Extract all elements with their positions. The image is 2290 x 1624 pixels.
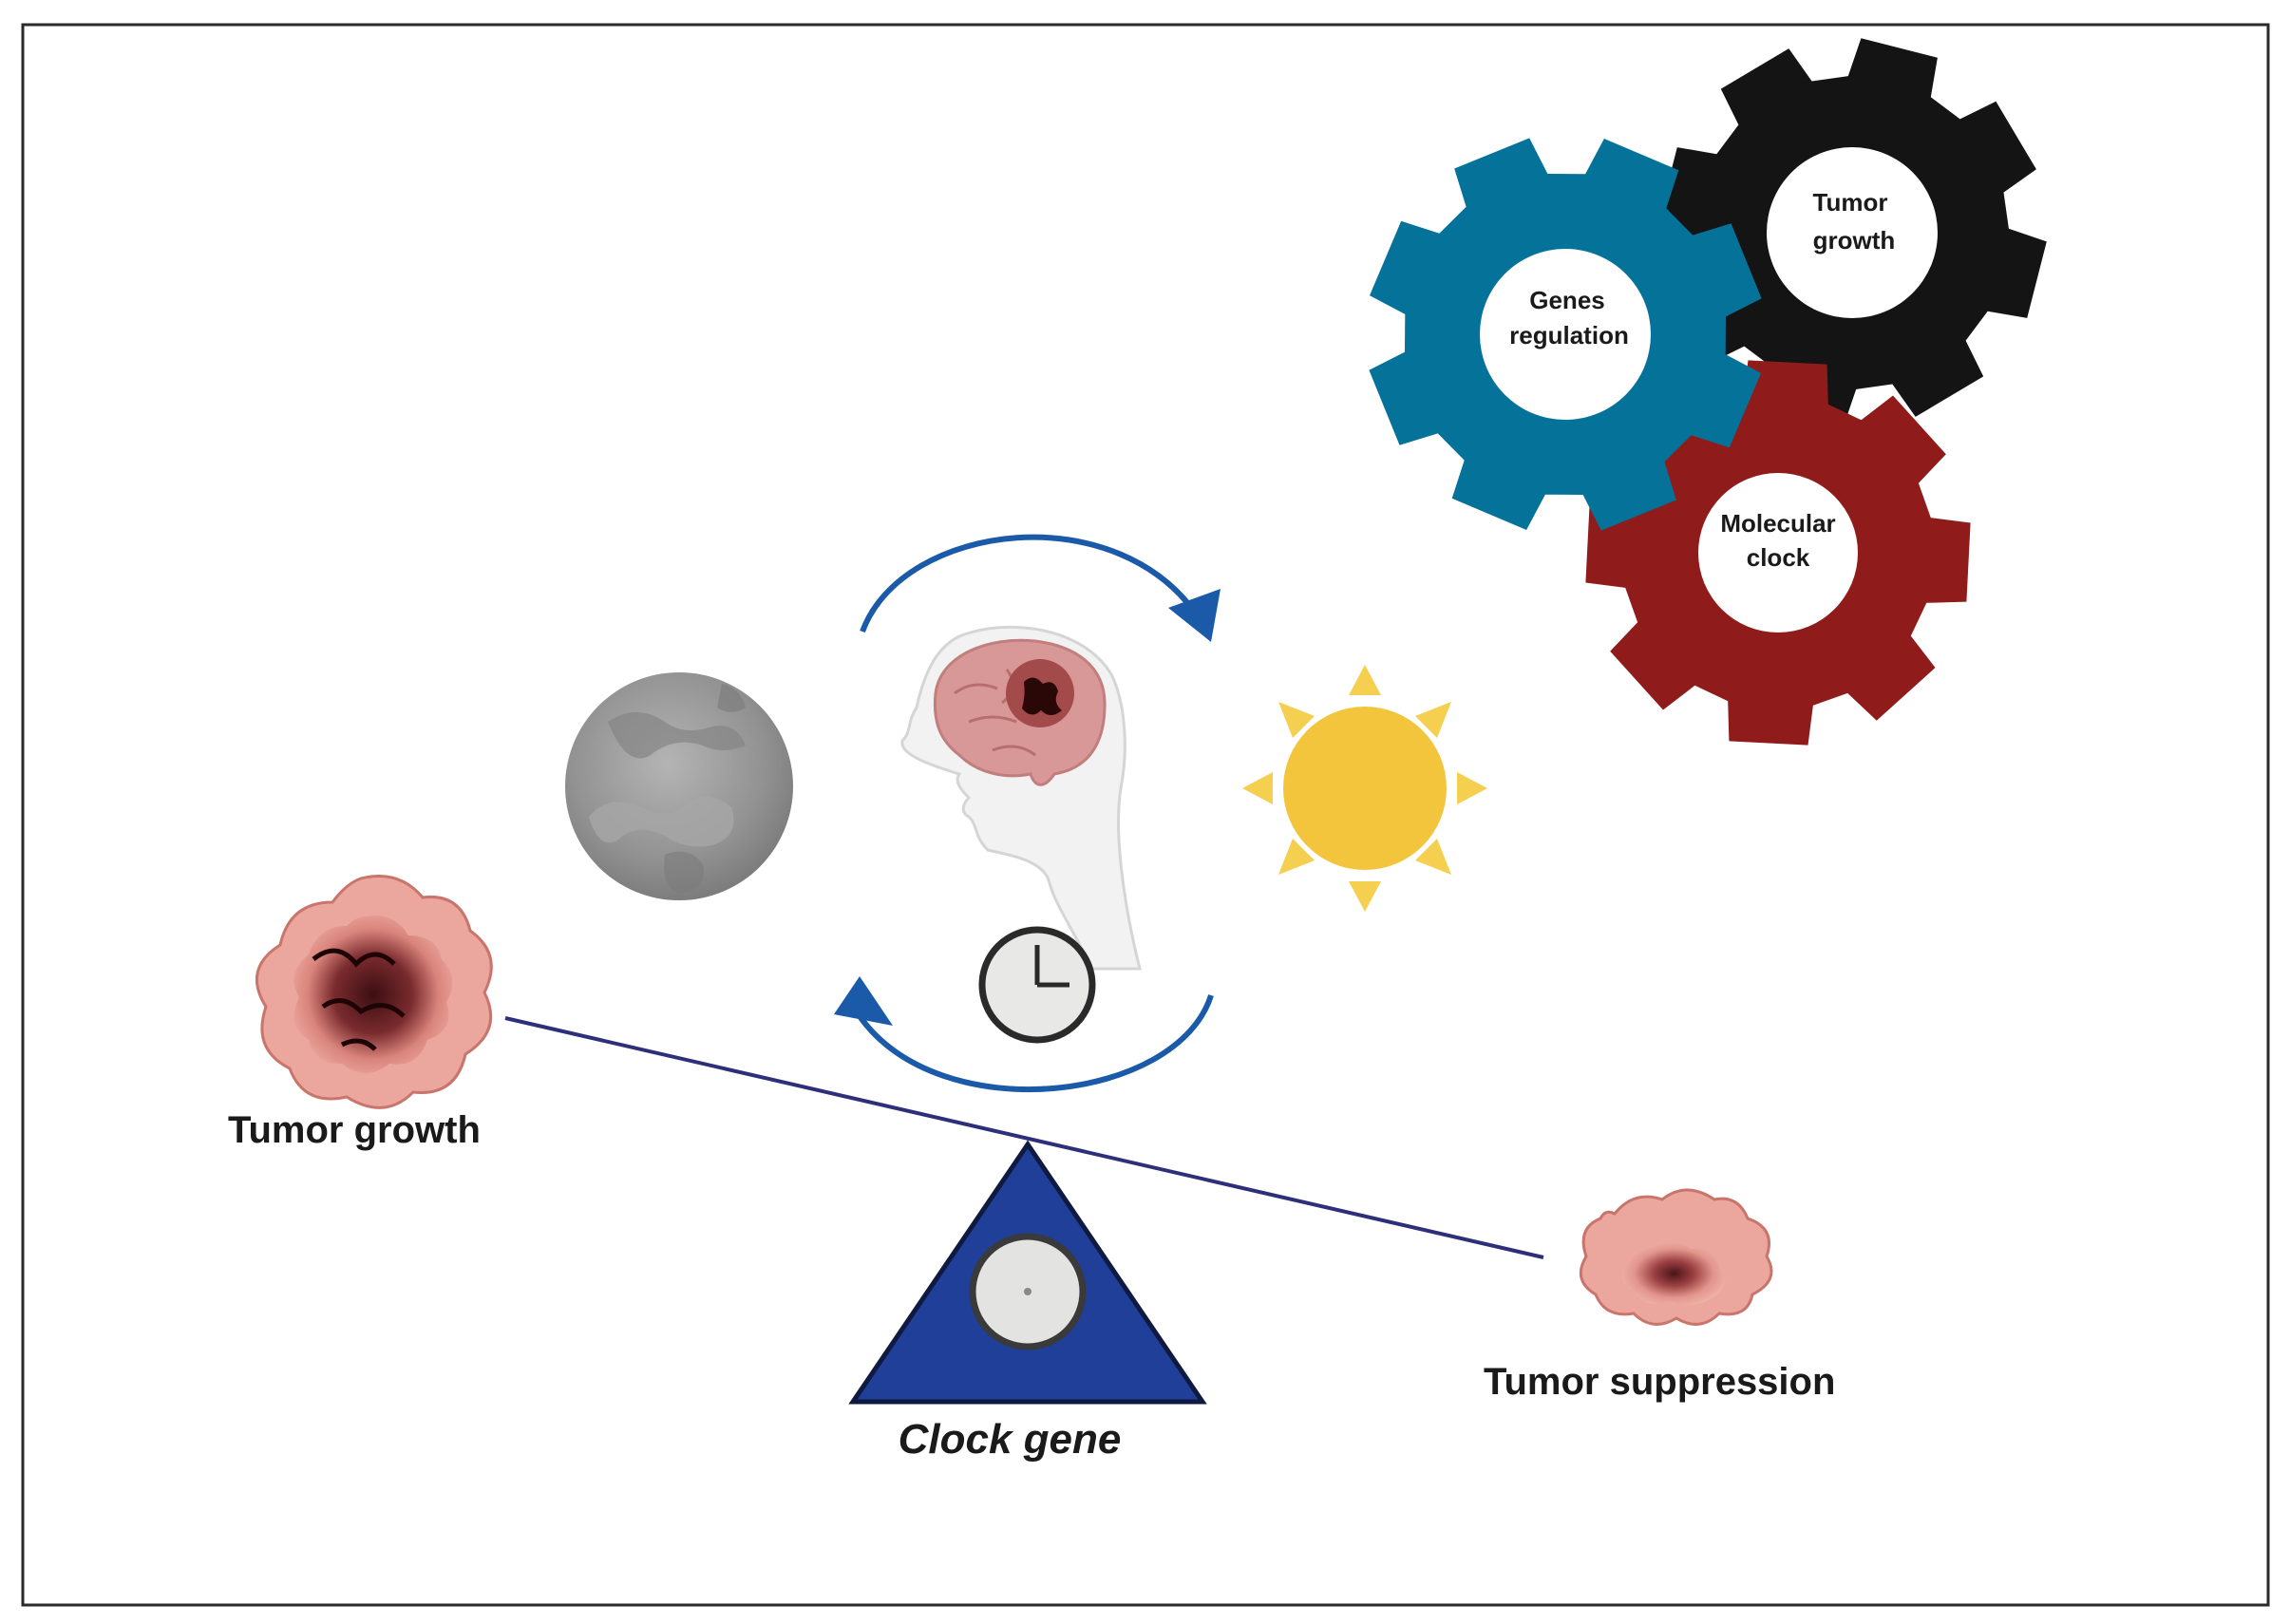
label-tumor-growth: Tumor growth xyxy=(228,1109,481,1151)
label-tumor-suppression: Tumor suppression xyxy=(1484,1361,1835,1403)
arrow-day-cycle xyxy=(860,534,1204,633)
gear-hole xyxy=(1698,473,1858,633)
sun-icon xyxy=(1242,665,1487,912)
seesaw-lever xyxy=(504,1016,1544,1259)
clock-icon xyxy=(978,926,1096,1044)
gear-icon xyxy=(1657,38,2047,427)
tumor-icon xyxy=(1579,1188,1773,1326)
arrow-night-cycle xyxy=(857,994,1214,1093)
gear-hole xyxy=(1480,249,1651,420)
gear-label-black-line2: growth xyxy=(1813,226,1896,255)
head-with-brain-tumor-icon xyxy=(900,625,1142,971)
gear-hole xyxy=(1767,147,1938,318)
gear-label-red-line1: Molecular xyxy=(1720,509,1835,538)
gear-label-black-line1: Tumor xyxy=(1813,188,1888,217)
arrowhead-icon xyxy=(834,976,893,1026)
gear-label-blue-line1: Genes xyxy=(1529,286,1605,314)
gear-label-blue-line2: regulation xyxy=(1509,321,1629,349)
clock-icon xyxy=(969,1233,1087,1350)
gear-icon xyxy=(1369,138,1762,531)
label-clock-gene: Clock gene xyxy=(899,1416,1122,1463)
gear-icon xyxy=(1585,360,1971,746)
gear-label-red-line2: clock xyxy=(1747,543,1810,572)
tumor-icon xyxy=(255,875,493,1109)
moon-icon xyxy=(565,672,793,900)
arrowhead-icon xyxy=(1168,589,1221,642)
